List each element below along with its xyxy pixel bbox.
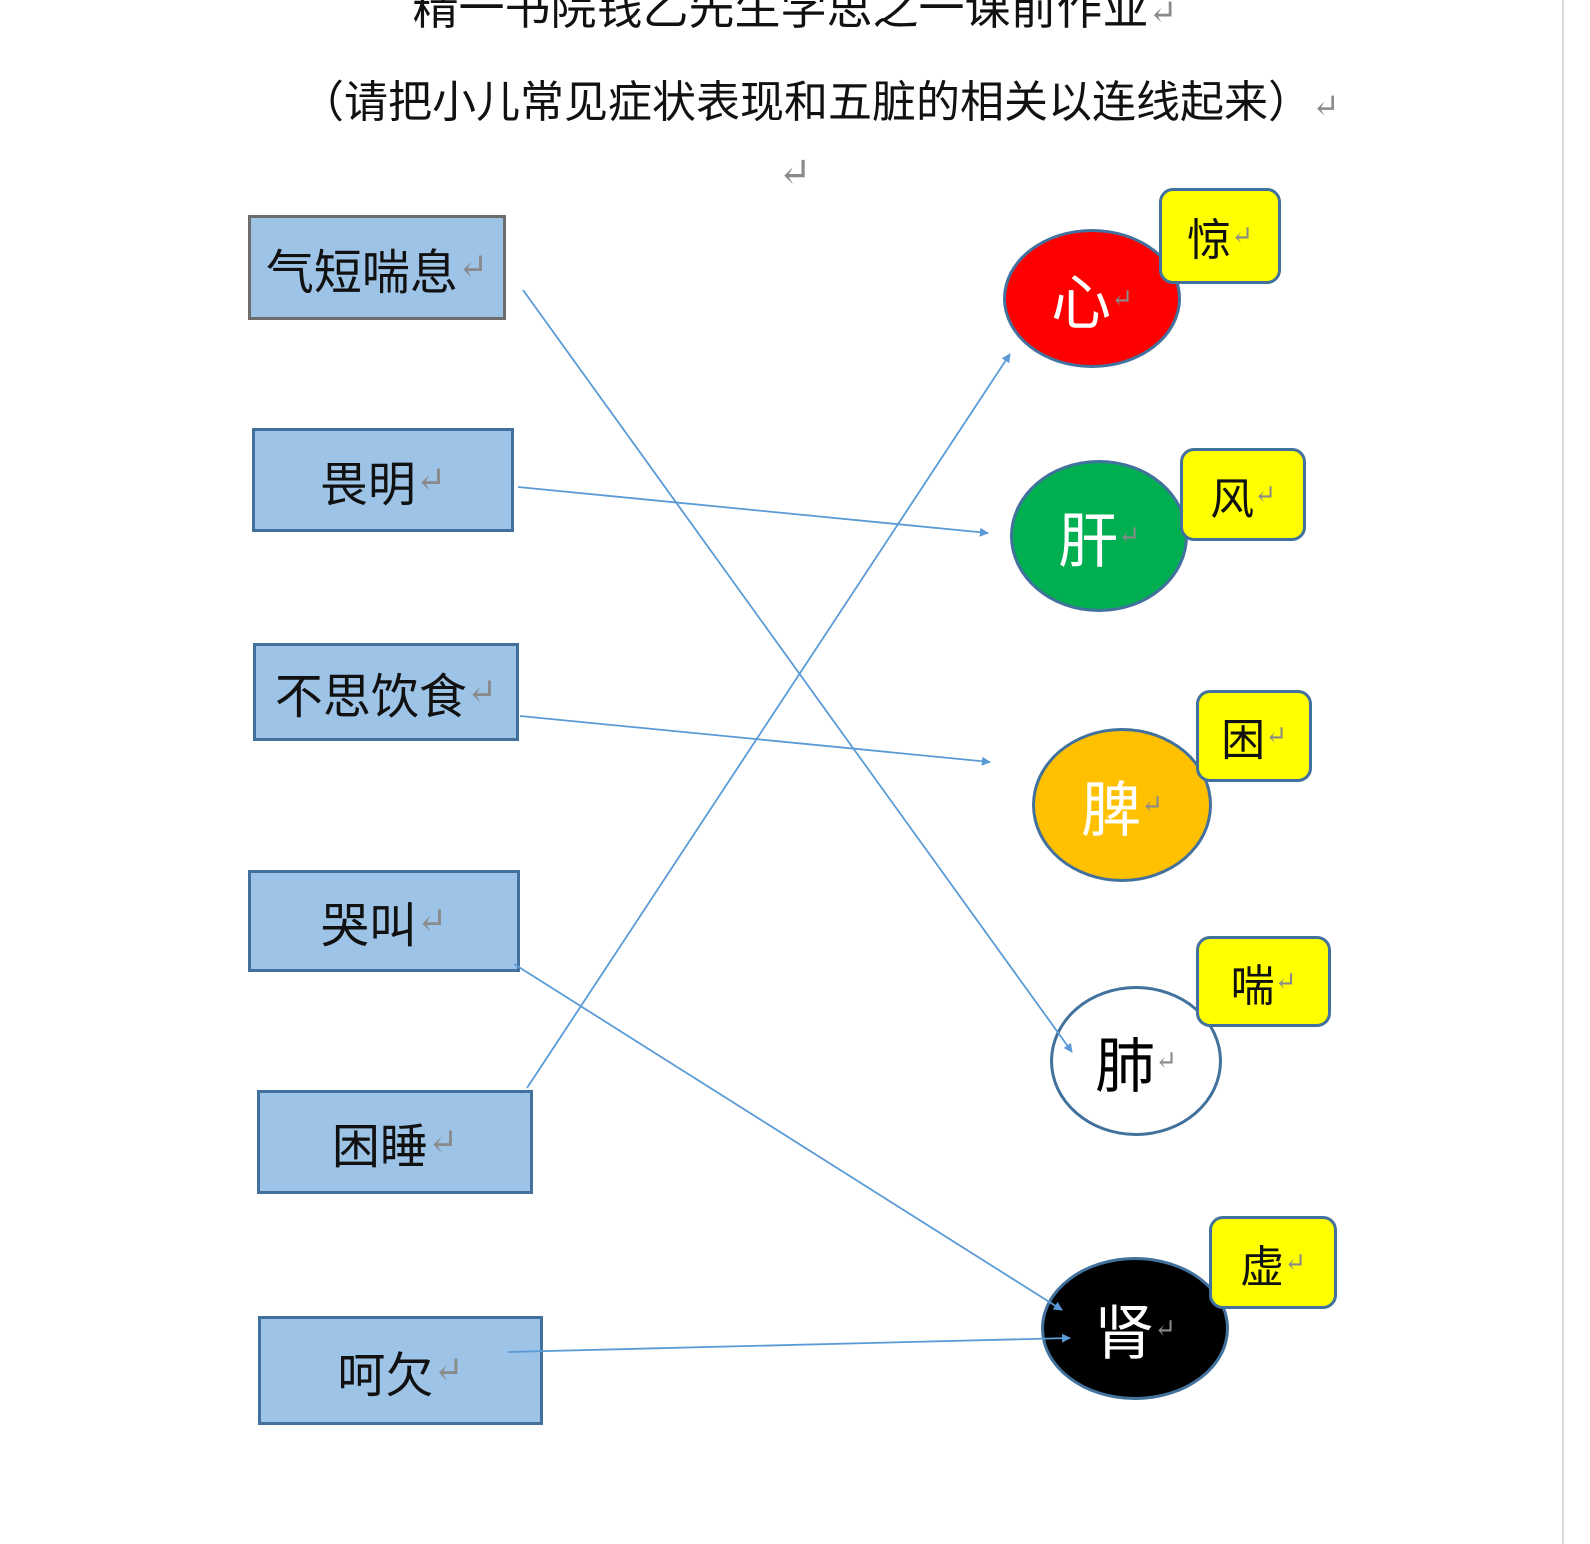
paragraph-mark-icon: ↵ [1231,221,1253,251]
connector-arrow-busi-pi[interactable] [519,715,991,766]
organ-circle-fei[interactable]: 肺↵ [1050,986,1222,1136]
organ-circle-pi[interactable]: 脾↵ [1032,728,1212,882]
connector-arrow-kunshui-xin[interactable] [526,353,1011,1089]
organ-tag-kun: 困↵ [1196,690,1312,782]
page-title: 精一书院钱乙先生学思之一课前作业↵ [0,0,1590,38]
paragraph-mark-icon: ↵ [466,671,498,713]
paragraph-mark-icon: ↵ [1155,1046,1177,1076]
organ-circle-shen[interactable]: 肾↵ [1041,1257,1229,1400]
paragraph-mark-icon: ↵ [1118,521,1140,551]
symptom-box-kujiao[interactable]: 哭叫↵ [248,870,520,972]
organ-tag-xu: 虚↵ [1209,1216,1337,1309]
paragraph-mark-icon: ↵ [1265,721,1287,751]
organ-circle-gan[interactable]: 肝↵ [1010,460,1188,612]
connector-arrow-qiduan-fei[interactable] [522,289,1073,1053]
paragraph-mark-icon: ↵ [1274,966,1297,997]
paragraph-mark-icon: ↵ [778,150,812,196]
connector-arrow-kujiao-shen[interactable] [513,963,1063,1311]
symptom-box-weiming[interactable]: 畏明↵ [252,428,514,532]
connector-arrow-weiming-gan[interactable] [517,486,989,537]
paragraph-mark-icon: ↵ [416,900,448,942]
organ-circle-xin[interactable]: 心↵ [1003,229,1181,368]
paragraph-mark-icon: ↵ [415,459,447,501]
paragraph-mark-icon: ↵ [1284,1247,1306,1278]
symptom-box-heqian[interactable]: 呵欠↵ [258,1316,543,1425]
symptom-box-busi[interactable]: 不思饮食↵ [253,643,519,741]
organ-tag-chuan: 喘↵ [1196,936,1331,1027]
symptom-box-qiduan[interactable]: 气短喘息↵ [248,215,506,320]
paragraph-mark-icon: ↵ [1154,1313,1176,1344]
paragraph-mark-icon: ↵ [1111,283,1133,314]
page-edge [1562,0,1564,1544]
organ-tag-jing: 惊↵ [1159,188,1281,284]
paragraph-mark-icon: ↵ [433,1350,464,1391]
page-subtitle: （请把小儿常见症状表现和五脏的相关以连线起来）↵ [300,77,1340,128]
organ-tag-feng: 风↵ [1180,448,1306,541]
paragraph-mark-icon: ↵ [1312,86,1340,125]
paragraph-mark-icon: ↵ [427,1121,459,1163]
paragraph-mark-icon: ↵ [1254,479,1276,510]
connector-arrow-heqian-shen[interactable] [507,1333,1071,1353]
paragraph-mark-icon: ↵ [1148,0,1178,33]
paragraph-mark-icon: ↵ [457,247,489,288]
paragraph-mark-icon: ↵ [1141,790,1163,820]
symptom-box-kunshui[interactable]: 困睡↵ [257,1090,533,1194]
